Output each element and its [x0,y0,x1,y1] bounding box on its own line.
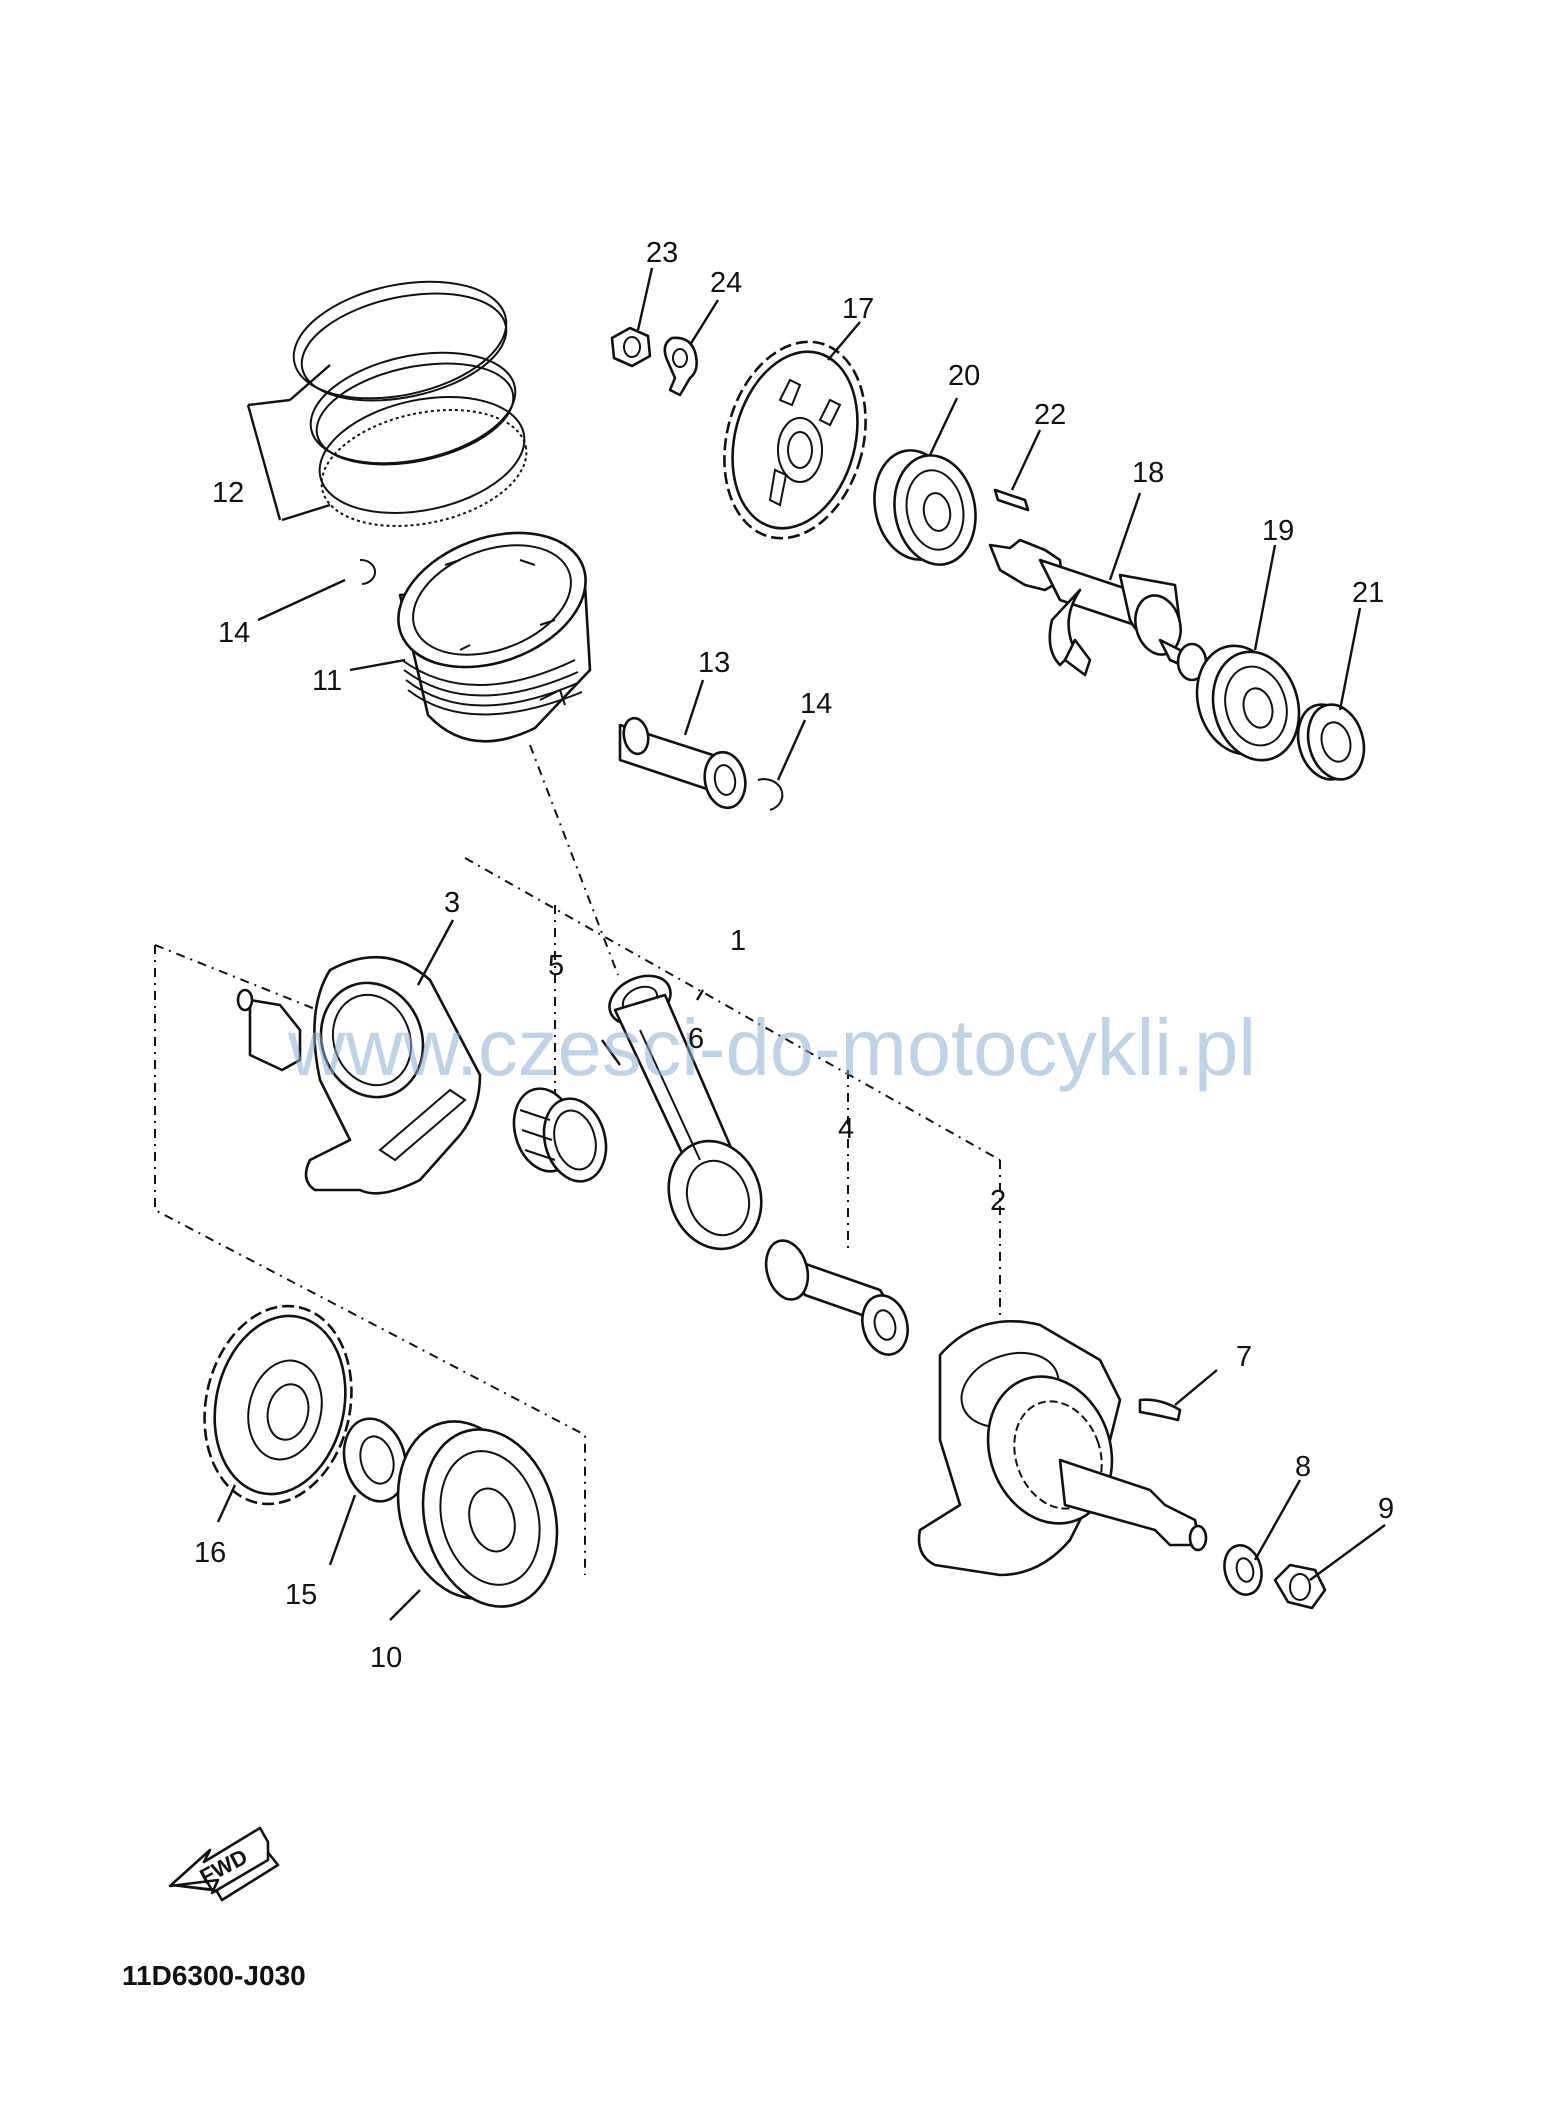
watermark: www.czesci-do-motocykli.pl [287,1003,1256,1092]
callout-17: 17 [842,293,874,325]
callout-24: 24 [710,267,742,299]
callout-19: 19 [1262,515,1294,547]
piston-pin [618,716,747,810]
callout-16: 16 [194,1537,226,1569]
callout-20: 20 [948,360,980,392]
fwd-arrow: FWD [168,1826,280,1902]
callout-1: 1 [730,925,746,957]
lock-washer [663,336,698,397]
circlip-left [359,558,377,585]
callout-4: 4 [838,1113,854,1145]
callout-21: 21 [1352,577,1384,609]
callout-3: 3 [444,887,460,919]
connecting-rod [608,974,763,1251]
needle-bearing [512,1087,608,1183]
crank-pin [764,1239,909,1356]
bearing-left [396,1420,559,1608]
leader-lines [216,267,1386,1621]
washer [1223,1544,1263,1596]
balancer-drive-gear [723,340,867,540]
spacer-washer [342,1417,408,1503]
callout-7: 7 [1236,1341,1252,1373]
piston [397,531,592,743]
callout-6: 6 [688,1023,704,1055]
callout-10: 10 [370,1642,402,1674]
callout-2: 2 [990,1185,1006,1217]
nut [1273,1563,1327,1610]
crank-left [236,955,482,1195]
diagram-code: 11D6300-J030 [122,1960,306,1991]
callout-5: 5 [548,950,564,982]
callout-12: 12 [212,477,244,509]
primary-drive-gear [203,1304,353,1506]
crank-right [917,1319,1208,1577]
callout-9: 9 [1378,1493,1394,1525]
callout-13: 13 [698,647,730,679]
oil-seal [1296,703,1366,781]
woodruff-key [1138,1398,1182,1422]
bearing-top [873,449,977,566]
woodruff-key-top [993,488,1030,512]
callout-11: 11 [312,665,342,697]
callouts: 1 2 3 4 5 6 7 8 9 10 11 12 13 14 14 15 1… [194,237,1394,1674]
callout-8: 8 [1295,1451,1311,1483]
callout-18: 18 [1132,457,1164,489]
callout-22: 22 [1034,399,1066,431]
callout-15: 15 [285,1579,317,1611]
nut-top [610,326,652,368]
bearing-right [1195,644,1301,762]
callout-23: 23 [646,237,678,269]
piston-rings [292,280,528,527]
circlip-right [757,778,784,811]
callout-14-right: 14 [800,688,832,720]
crankshaft-right [988,538,1208,682]
assembly-outline [154,744,1001,1575]
callout-14-left: 14 [218,617,250,649]
